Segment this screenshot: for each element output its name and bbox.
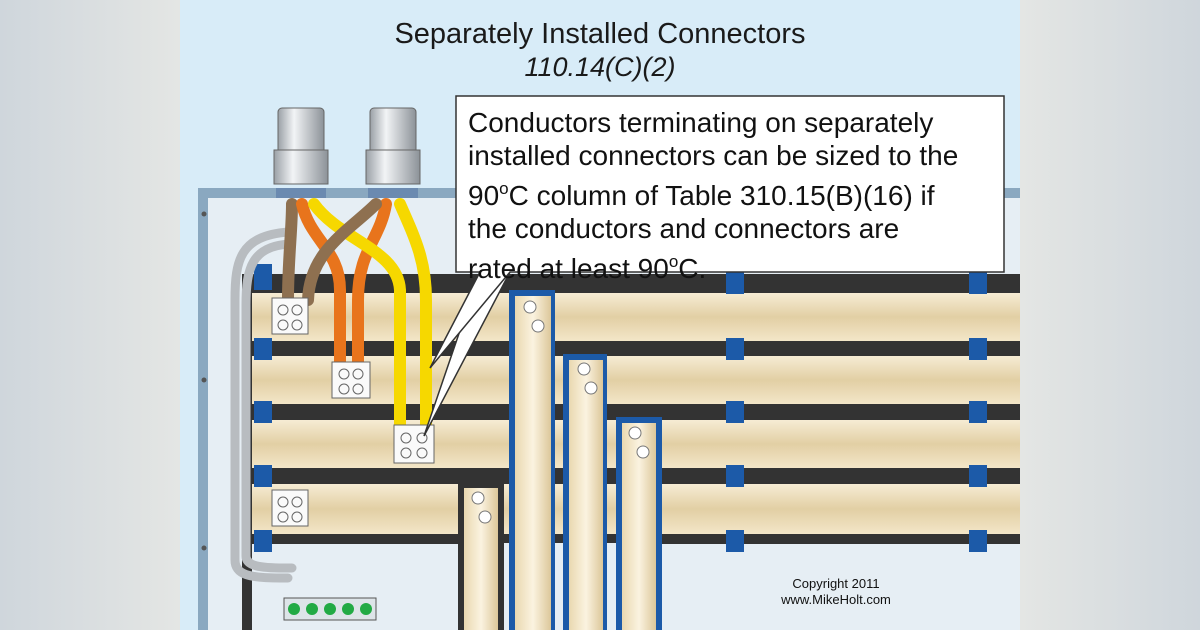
copyright-url: www.MikeHolt.com xyxy=(781,592,891,607)
callout-line-3: 90oC column of Table 310.15(B)(16) if xyxy=(468,179,935,211)
copyright: Copyright 2011 www.MikeHolt.com xyxy=(736,576,936,608)
callout-text: Conductors terminating on separately ins… xyxy=(468,106,998,285)
callout-line-5: rated at least 90oC. xyxy=(468,252,707,284)
panelboard-illustration xyxy=(198,95,1020,630)
terminal-lugs xyxy=(271,297,435,527)
cable-connector-right xyxy=(365,107,421,198)
cable-connector-left xyxy=(273,107,329,198)
diagram-panel: Separately Installed Connectors 110.14(C… xyxy=(180,0,1020,630)
diagram-title: Separately Installed Connectors xyxy=(394,18,806,50)
vertical-bus-bars xyxy=(458,290,662,630)
callout-line-1: Conductors terminating on separately xyxy=(468,107,934,138)
callout-line-2: installed connectors can be sized to the xyxy=(468,140,959,171)
callout-line-4: the conductors and connectors are xyxy=(468,213,900,244)
conductors xyxy=(282,198,432,431)
copyright-year: Copyright 2011 xyxy=(792,576,880,591)
code-reference: 110.14(C)(2) xyxy=(524,52,676,82)
bus-insulators xyxy=(254,264,987,552)
ground-terminal-block xyxy=(283,597,377,621)
callout-shape xyxy=(423,95,1005,437)
grey-conductors xyxy=(230,227,297,583)
